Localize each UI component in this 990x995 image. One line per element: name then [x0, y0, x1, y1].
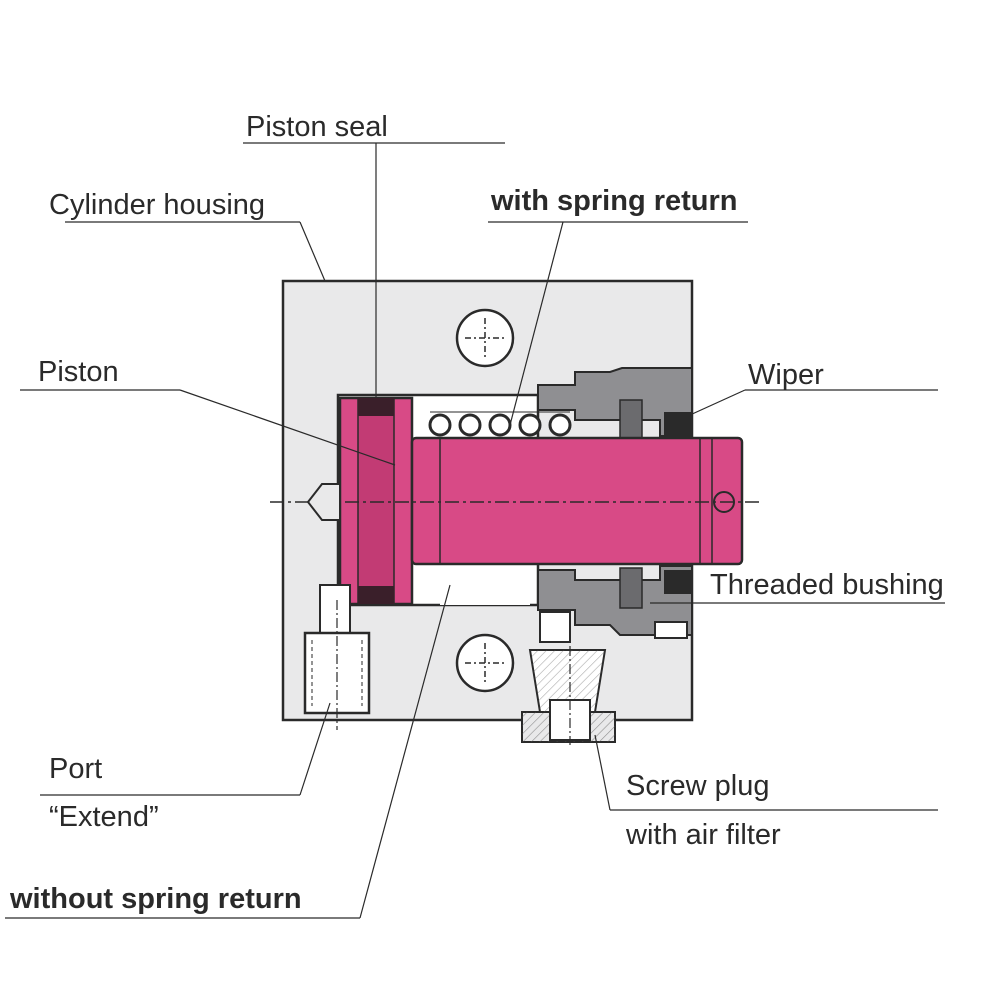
- wiper: [664, 412, 692, 594]
- label-port-extend: “Extend”: [49, 801, 159, 833]
- leader-lines: [5, 142, 945, 919]
- vent-fitting: [654, 621, 688, 639]
- label-threaded-bushing: Threaded bushing: [710, 569, 944, 601]
- return-spring: [428, 411, 572, 437]
- label-with-spring-return: with spring return: [490, 185, 738, 217]
- label-wiper: Wiper: [748, 359, 824, 391]
- label-cylinder-housing: Cylinder housing: [49, 189, 265, 221]
- mounting-hole-bottom: [455, 633, 515, 693]
- label-port: Port: [49, 753, 102, 785]
- label-piston: Piston: [38, 356, 119, 388]
- screw-plug: [528, 610, 607, 745]
- label-with-air-filter: with air filter: [625, 819, 781, 851]
- label-screw-plug: Screw plug: [626, 770, 769, 802]
- label-piston-seal: Piston seal: [246, 111, 388, 143]
- piston-tip: [306, 483, 341, 521]
- label-without-spring-return: without spring return: [9, 883, 302, 915]
- piston-rod: [410, 436, 744, 566]
- threaded-bushing: [537, 367, 693, 636]
- port-extend: [303, 584, 371, 730]
- piston-head: [338, 396, 414, 606]
- mounting-hole-top: [455, 308, 515, 368]
